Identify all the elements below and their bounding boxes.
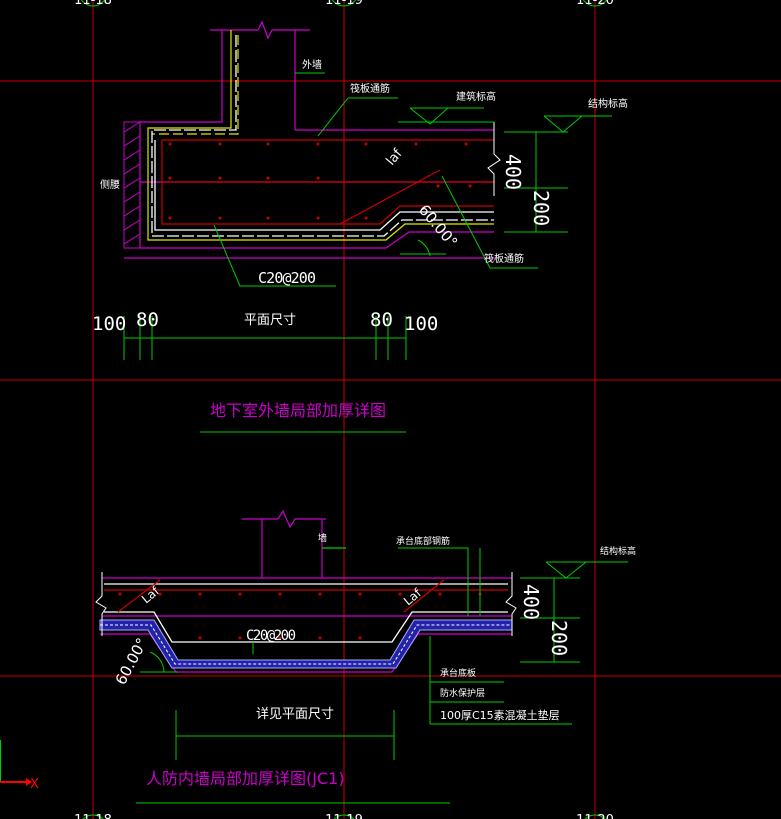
- detail2-slab: [100, 577, 512, 673]
- d2-laf-right: Laf: [401, 585, 425, 608]
- d1-dim-400: 400: [501, 154, 525, 190]
- d2-layer-2: 防水保护层: [440, 687, 485, 699]
- detail2-break-symbols: [95, 572, 517, 636]
- d1-side-label: 侧腰: [100, 178, 120, 191]
- axis-label-top-3: 11-20: [576, 0, 614, 8]
- detail2-rebar-dots: [118, 592, 482, 640]
- detail1-inner-rebar: [161, 139, 494, 225]
- detail1-rebar: [151, 35, 494, 237]
- detail2-leaders: [140, 547, 628, 725]
- d2-wall-label: 墙: [318, 532, 327, 544]
- d2-title: 人防内墙局部加厚详图(JC1): [146, 769, 345, 788]
- d1-angle-label: 60.00°: [415, 201, 461, 251]
- detail1-plan-dim: [123, 316, 407, 360]
- detail2-inner-rebar: [104, 579, 508, 613]
- ucs-x-label: X: [30, 777, 39, 792]
- d2-angle-label: 60.00°: [112, 635, 152, 688]
- detail-1: 外墙 筏板通筋 建筑标高 结构标高 侧腰 筏板通筋 laf 60.00° C20…: [92, 20, 628, 433]
- d2-layer-3: 100厚C15素混凝土垫层: [440, 708, 560, 722]
- detail2-hatch-layer: [99, 619, 513, 669]
- d2-dim-200: 200: [547, 620, 571, 656]
- d2-struct-elev-label: 结构标高: [600, 545, 636, 557]
- detail1-side-hatch: [123, 121, 141, 249]
- d1-raft-rebar-bottom-label: 筏板通筋: [484, 252, 524, 265]
- d1-arch-elev-label: 建筑标高: [456, 90, 496, 103]
- d1-title: 地下室外墙局部加厚详图: [210, 401, 386, 420]
- detail2-plan-dim: [175, 710, 395, 760]
- axis-bubbles: [80, 0, 608, 819]
- d1-plan-dim-label: 平面尺寸: [244, 313, 296, 328]
- d1-plan-dim-80-left: 80: [136, 309, 159, 331]
- axis-label-bottom-3: 11-20: [576, 813, 614, 819]
- d2-laf-left: Laf: [139, 583, 163, 606]
- detail2-rebar: [104, 583, 508, 643]
- detail-2: 墙 承台底部钢筋 结构标高 承台底板 防水保护层 100厚C15素混凝土垫层 L…: [95, 509, 636, 804]
- d1-plan-dim-100-left: 100: [92, 313, 126, 335]
- detail1-break-symbol: [487, 122, 501, 196]
- d1-plan-dim-80-right: 80: [370, 309, 393, 331]
- d1-dim-200: 200: [529, 190, 553, 226]
- ucs-icon: X: [0, 740, 39, 792]
- detail2-wall: [242, 509, 346, 578]
- axis-label-bottom-1: 11-18: [74, 813, 112, 819]
- d1-rebar-label: C20@200: [258, 269, 316, 287]
- axis-label-bottom-2: 11-19: [325, 813, 363, 819]
- d2-rebar-label: C20@200: [246, 628, 296, 644]
- detail2-hatch-pattern: [100, 624, 512, 665]
- d2-layer-1: 承台底板: [440, 667, 476, 679]
- axis-label-top-1: 11-18: [74, 0, 112, 8]
- d1-raft-rebar-top-label: 筏板通筋: [350, 82, 390, 95]
- detail1-rebar-dots: [168, 142, 472, 220]
- detail1-leaders: [213, 72, 612, 287]
- detail1-angle-mark: [400, 239, 446, 257]
- d1-laf-label: laf: [384, 146, 406, 168]
- d1-struct-elev-label: 结构标高: [588, 97, 628, 110]
- d1-ext-wall-label: 外墙: [302, 58, 322, 71]
- d1-plan-dim-100-right: 100: [404, 313, 438, 335]
- axis-label-top-2: 11-19: [325, 0, 363, 8]
- d2-dim-400: 400: [519, 584, 543, 620]
- detail1-yellow-line: [147, 30, 494, 241]
- d2-plan-dim-label: 详见平面尺寸: [256, 707, 334, 722]
- d2-raft-rebar-label: 承台底部钢筋: [396, 535, 450, 547]
